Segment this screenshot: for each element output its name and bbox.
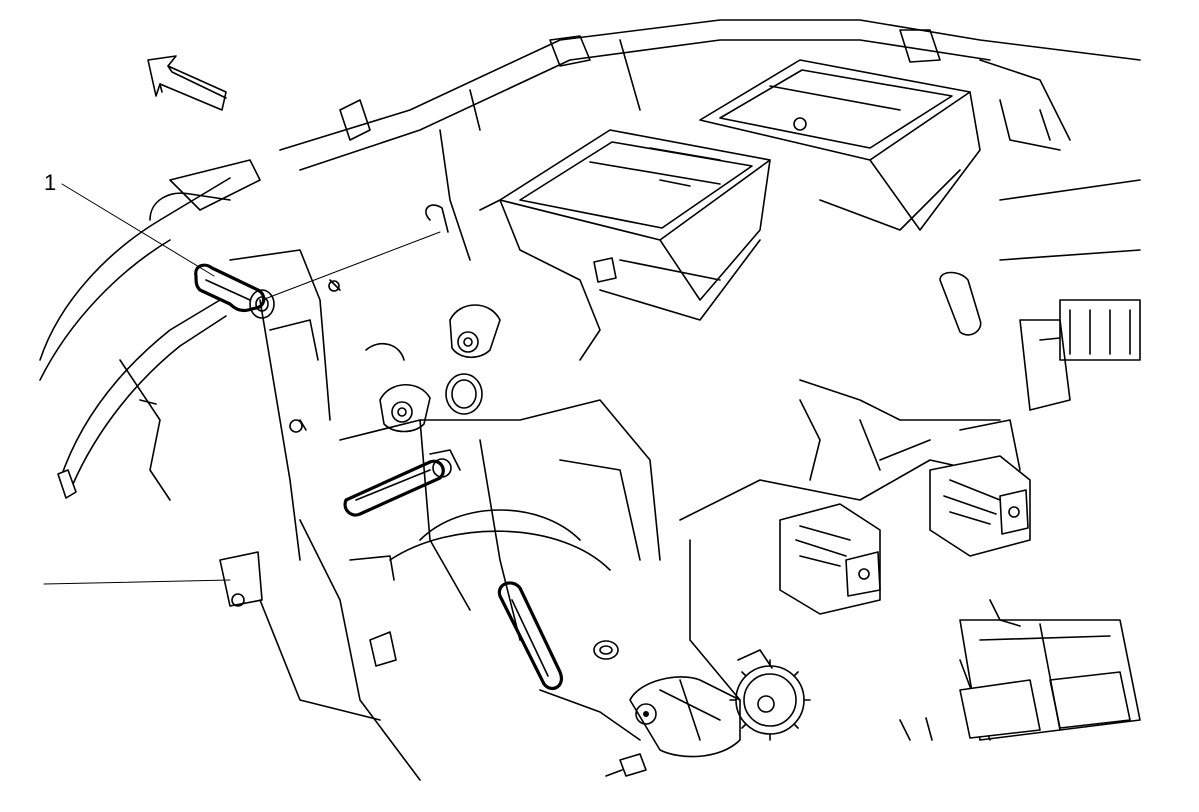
actuator-gear [729,649,811,741]
filter-compartments [479,59,981,361]
left-frame [39,159,331,607]
forward-direction-arrow-icon [147,55,227,111]
center-fittings [328,204,501,433]
lower-housing [259,399,661,781]
heater-core-tube-seal [194,231,441,319]
upper-housing [279,19,1141,261]
callout-1: 1 [44,170,215,277]
right-housing [679,271,1031,701]
callout-1-label: 1 [44,170,56,195]
right-outlet [899,179,1141,741]
temperature-door-link [343,449,461,517]
mode-actuator [497,581,741,777]
callout-1-leader-line [61,183,215,277]
